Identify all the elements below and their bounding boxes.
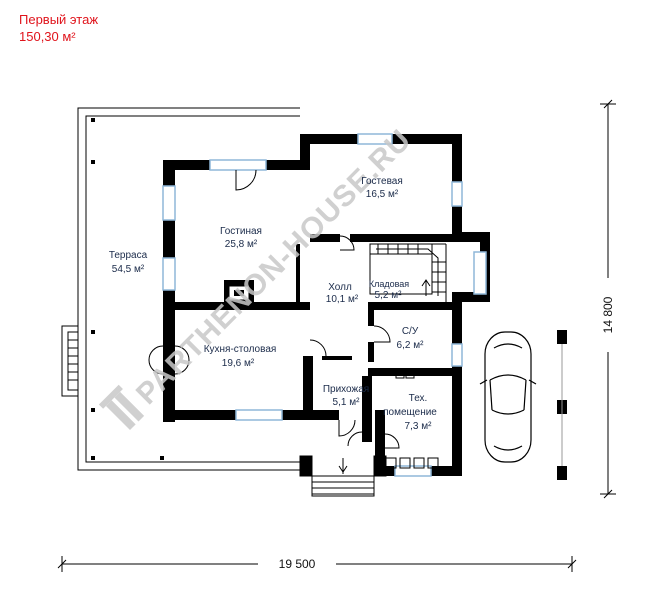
room-bathroom-area: 6,2 м² — [397, 340, 425, 351]
room-bathroom-name: С/У — [402, 326, 419, 337]
hall-arrow — [421, 279, 431, 296]
floor-title: Первый этаж — [19, 12, 99, 27]
room-kitchen-area: 19,6 м² — [222, 358, 255, 369]
entrance-porch — [299, 455, 387, 497]
terrace-outline — [77, 107, 300, 471]
room-tech-name-2: помещение — [383, 407, 437, 418]
room-tech-name: Тех. — [409, 393, 428, 404]
room-entry-name: Прихожая — [323, 384, 369, 395]
room-guest-area: 16,5 м² — [366, 189, 399, 200]
fireplace — [228, 285, 250, 301]
door-swings — [148, 169, 400, 449]
height-dimension: 14 800 — [601, 296, 615, 333]
width-dimension: 19 500 — [279, 557, 316, 571]
staircase — [369, 243, 447, 302]
terrace-posts — [91, 118, 164, 460]
windows — [162, 133, 487, 477]
room-living-name: Гостиная — [220, 226, 262, 237]
dimension-line-vertical — [600, 99, 616, 499]
room-kitchen-name: Кухня-столовая — [204, 344, 277, 355]
room-pantry-area: 5,2 м² — [375, 290, 403, 301]
room-terrace-area: 54,5 м² — [112, 264, 145, 275]
room-pantry-name: Кладовая — [369, 279, 409, 289]
car-icon — [479, 331, 537, 463]
room-hall-name: Холл — [328, 282, 352, 293]
terrace-steps — [61, 325, 79, 397]
room-entry-area: 5,1 м² — [333, 397, 361, 408]
dimension-line-horizontal — [57, 556, 577, 572]
room-hall-area: 10,1 м² — [326, 294, 359, 305]
tech-equipment — [385, 369, 439, 469]
room-living-area: 25,8 м² — [225, 239, 258, 250]
room-labels: Гостевая 16,5 м² Гостиная 25,8 м² Террас… — [109, 176, 437, 432]
room-guest-name: Гостевая — [361, 176, 403, 187]
room-terrace-name: Терраса — [109, 250, 148, 261]
room-tech-area: 7,3 м² — [405, 421, 433, 432]
floor-area: 150,30 м² — [19, 29, 76, 44]
